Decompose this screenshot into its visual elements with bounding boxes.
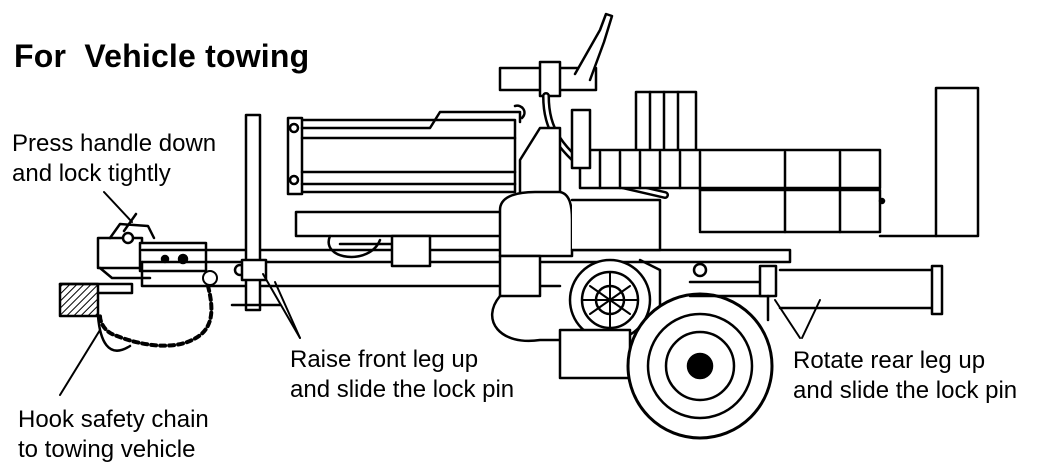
page-title: For Vehicle towing — [14, 38, 310, 74]
rear-leg — [758, 264, 778, 322]
callout-line: Press handle down — [12, 130, 217, 157]
callout-safety-chain: Hook safety chain to towing vehicle — [18, 405, 209, 465]
callout-line: Rotate rear leg up — [793, 347, 986, 374]
callout-line: to towing vehicle — [18, 436, 196, 463]
callout-line: and slide the lock pin — [290, 376, 515, 403]
safety-chain — [98, 270, 218, 348]
callout-line: and slide the lock pin — [793, 377, 1018, 404]
leader-front-leg-b — [274, 281, 301, 339]
leader-handle — [103, 191, 133, 223]
callout-rear-leg: Rotate rear leg up and slide the lock pi… — [793, 346, 1017, 406]
wheel — [626, 262, 774, 440]
hitch-coupler — [96, 212, 208, 280]
callout-line: and lock tightly — [12, 160, 171, 187]
callout-front-leg: Raise front leg up and slide the lock pi… — [290, 345, 514, 405]
main-beam — [140, 248, 944, 316]
callout-line: Hook safety chain — [18, 406, 209, 433]
leader-front-leg-a — [262, 273, 301, 339]
callout-press-handle: Press handle down and lock tightly — [12, 129, 216, 189]
tow-vehicle-hitch — [58, 282, 134, 352]
leader-rear-leg-b — [801, 299, 821, 339]
leader-lines — [59, 191, 821, 396]
callout-line: Raise front leg up — [290, 346, 479, 373]
wedge-frame — [518, 86, 980, 238]
engine — [490, 190, 662, 380]
leader-rear-leg-a — [774, 299, 801, 339]
front-leg — [230, 113, 282, 312]
hydraulic-cylinder — [286, 110, 522, 268]
leader-chain — [59, 329, 101, 396]
